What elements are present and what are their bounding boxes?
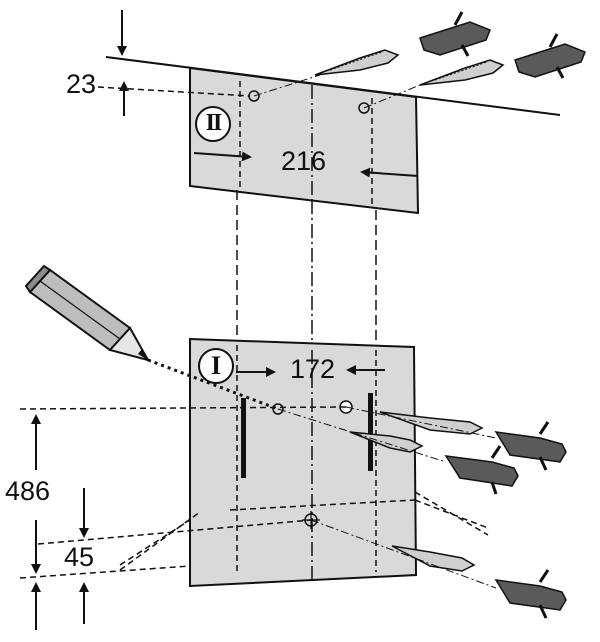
dimension-label-486: 486 <box>5 476 51 506</box>
wall-plug-icon <box>419 11 586 79</box>
dimension-23 <box>97 10 251 116</box>
upper-hole-right <box>358 102 370 114</box>
template-marker-i: I <box>210 351 222 380</box>
dimension-label-23: 23 <box>66 69 97 99</box>
lower-slot-right <box>368 393 373 471</box>
screw-icon <box>314 49 505 86</box>
lower-template <box>119 337 489 588</box>
dimension-label-216: 216 <box>281 146 327 176</box>
lower-hole-left <box>272 403 284 415</box>
upper-template <box>189 66 420 215</box>
roman-two-ring <box>195 106 231 142</box>
template-marker-ii: II <box>205 110 223 136</box>
dimension-486 <box>19 406 347 630</box>
dimension-label-172: 172 <box>290 354 336 384</box>
roman-one-ring <box>198 348 234 384</box>
wall-plug-icon <box>444 421 567 619</box>
dimension-label-45: 45 <box>64 542 95 572</box>
lower-slot-left <box>241 398 246 478</box>
pencil-icon <box>24 264 279 411</box>
dimension-45 <box>37 488 312 624</box>
screw-icon <box>349 411 484 572</box>
